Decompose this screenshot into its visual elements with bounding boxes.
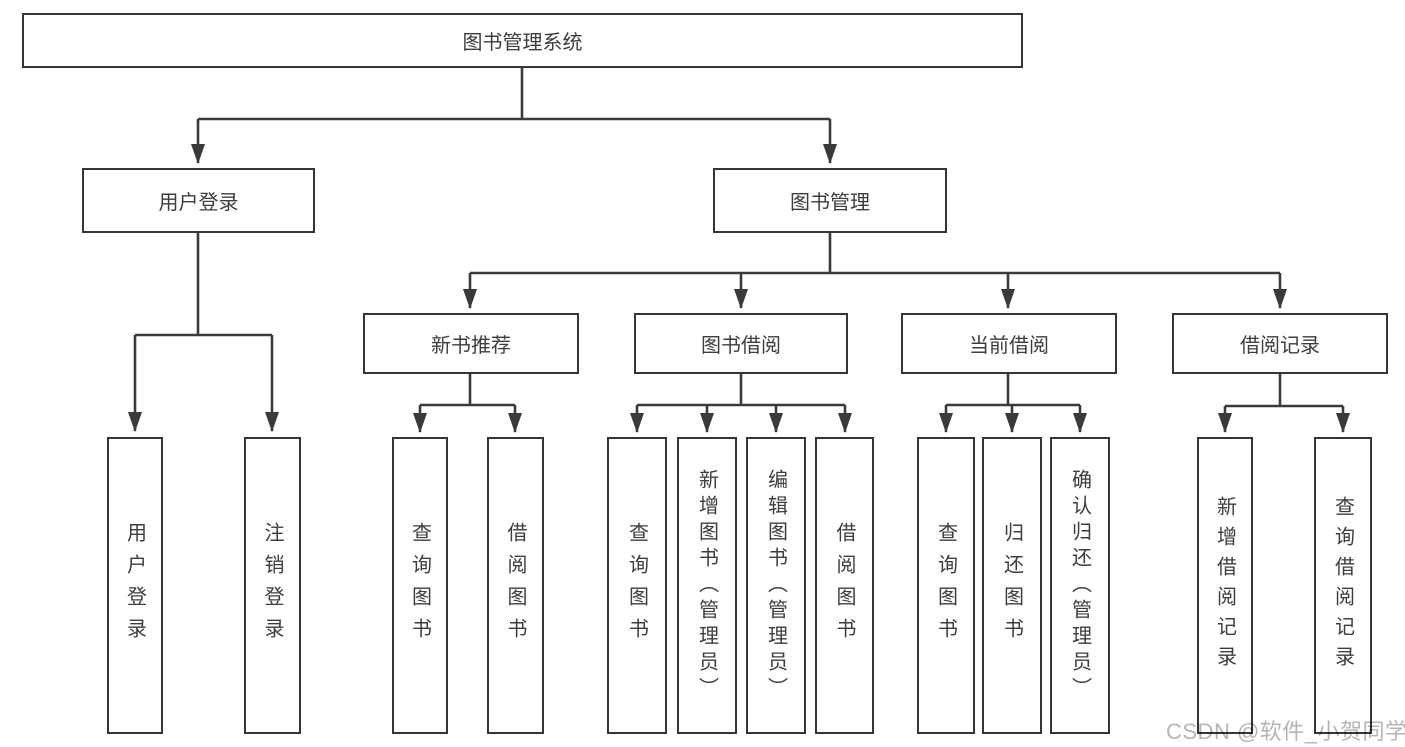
node-leaf-user-login: 用户登录	[107, 437, 163, 734]
node-leaf-return-book: 归还图书	[982, 437, 1042, 734]
edge-book-mgmt-trunk	[470, 233, 1280, 275]
edge-borrow-records-trunk	[1225, 374, 1343, 408]
node-user-login: 用户登录	[82, 168, 315, 233]
node-leaf-add-record: 新增借阅记录	[1197, 437, 1253, 734]
node-root: 图书管理系统	[22, 13, 1023, 68]
node-leaf-confirm-return: 确认归还（管理员）	[1050, 437, 1110, 734]
node-leaf-add-book: 新增图书（管理员）	[677, 437, 737, 734]
node-leaf-query-book-1: 查询图书	[392, 437, 448, 734]
node-leaf-query-record: 查询借阅记录	[1314, 437, 1372, 734]
node-leaf-query-book-2: 查询图书	[607, 437, 667, 734]
node-book-borrow: 图书借阅	[634, 313, 848, 374]
node-borrow-records: 借阅记录	[1172, 313, 1388, 374]
edge-new-book-trunk	[420, 374, 515, 407]
node-leaf-borrow-book-1: 借阅图书	[487, 437, 544, 734]
edge-root-trunk	[198, 68, 830, 121]
edge-book-borrow-trunk	[637, 374, 845, 407]
csdn-watermark: CSDN @软件_小贺同学	[1166, 719, 1405, 744]
edge-current-borrow-trunk	[946, 374, 1080, 407]
node-leaf-logout: 注销登录	[244, 437, 301, 734]
node-leaf-borrow-book-2: 借阅图书	[815, 437, 874, 734]
node-current-borrow: 当前借阅	[901, 313, 1117, 374]
node-new-book-rec: 新书推荐	[363, 313, 579, 374]
edge-user-login-trunk	[135, 233, 272, 337]
node-leaf-edit-book: 编辑图书（管理员）	[746, 437, 806, 734]
node-leaf-query-book-3: 查询图书	[917, 437, 975, 734]
node-book-mgmt: 图书管理	[713, 168, 947, 233]
